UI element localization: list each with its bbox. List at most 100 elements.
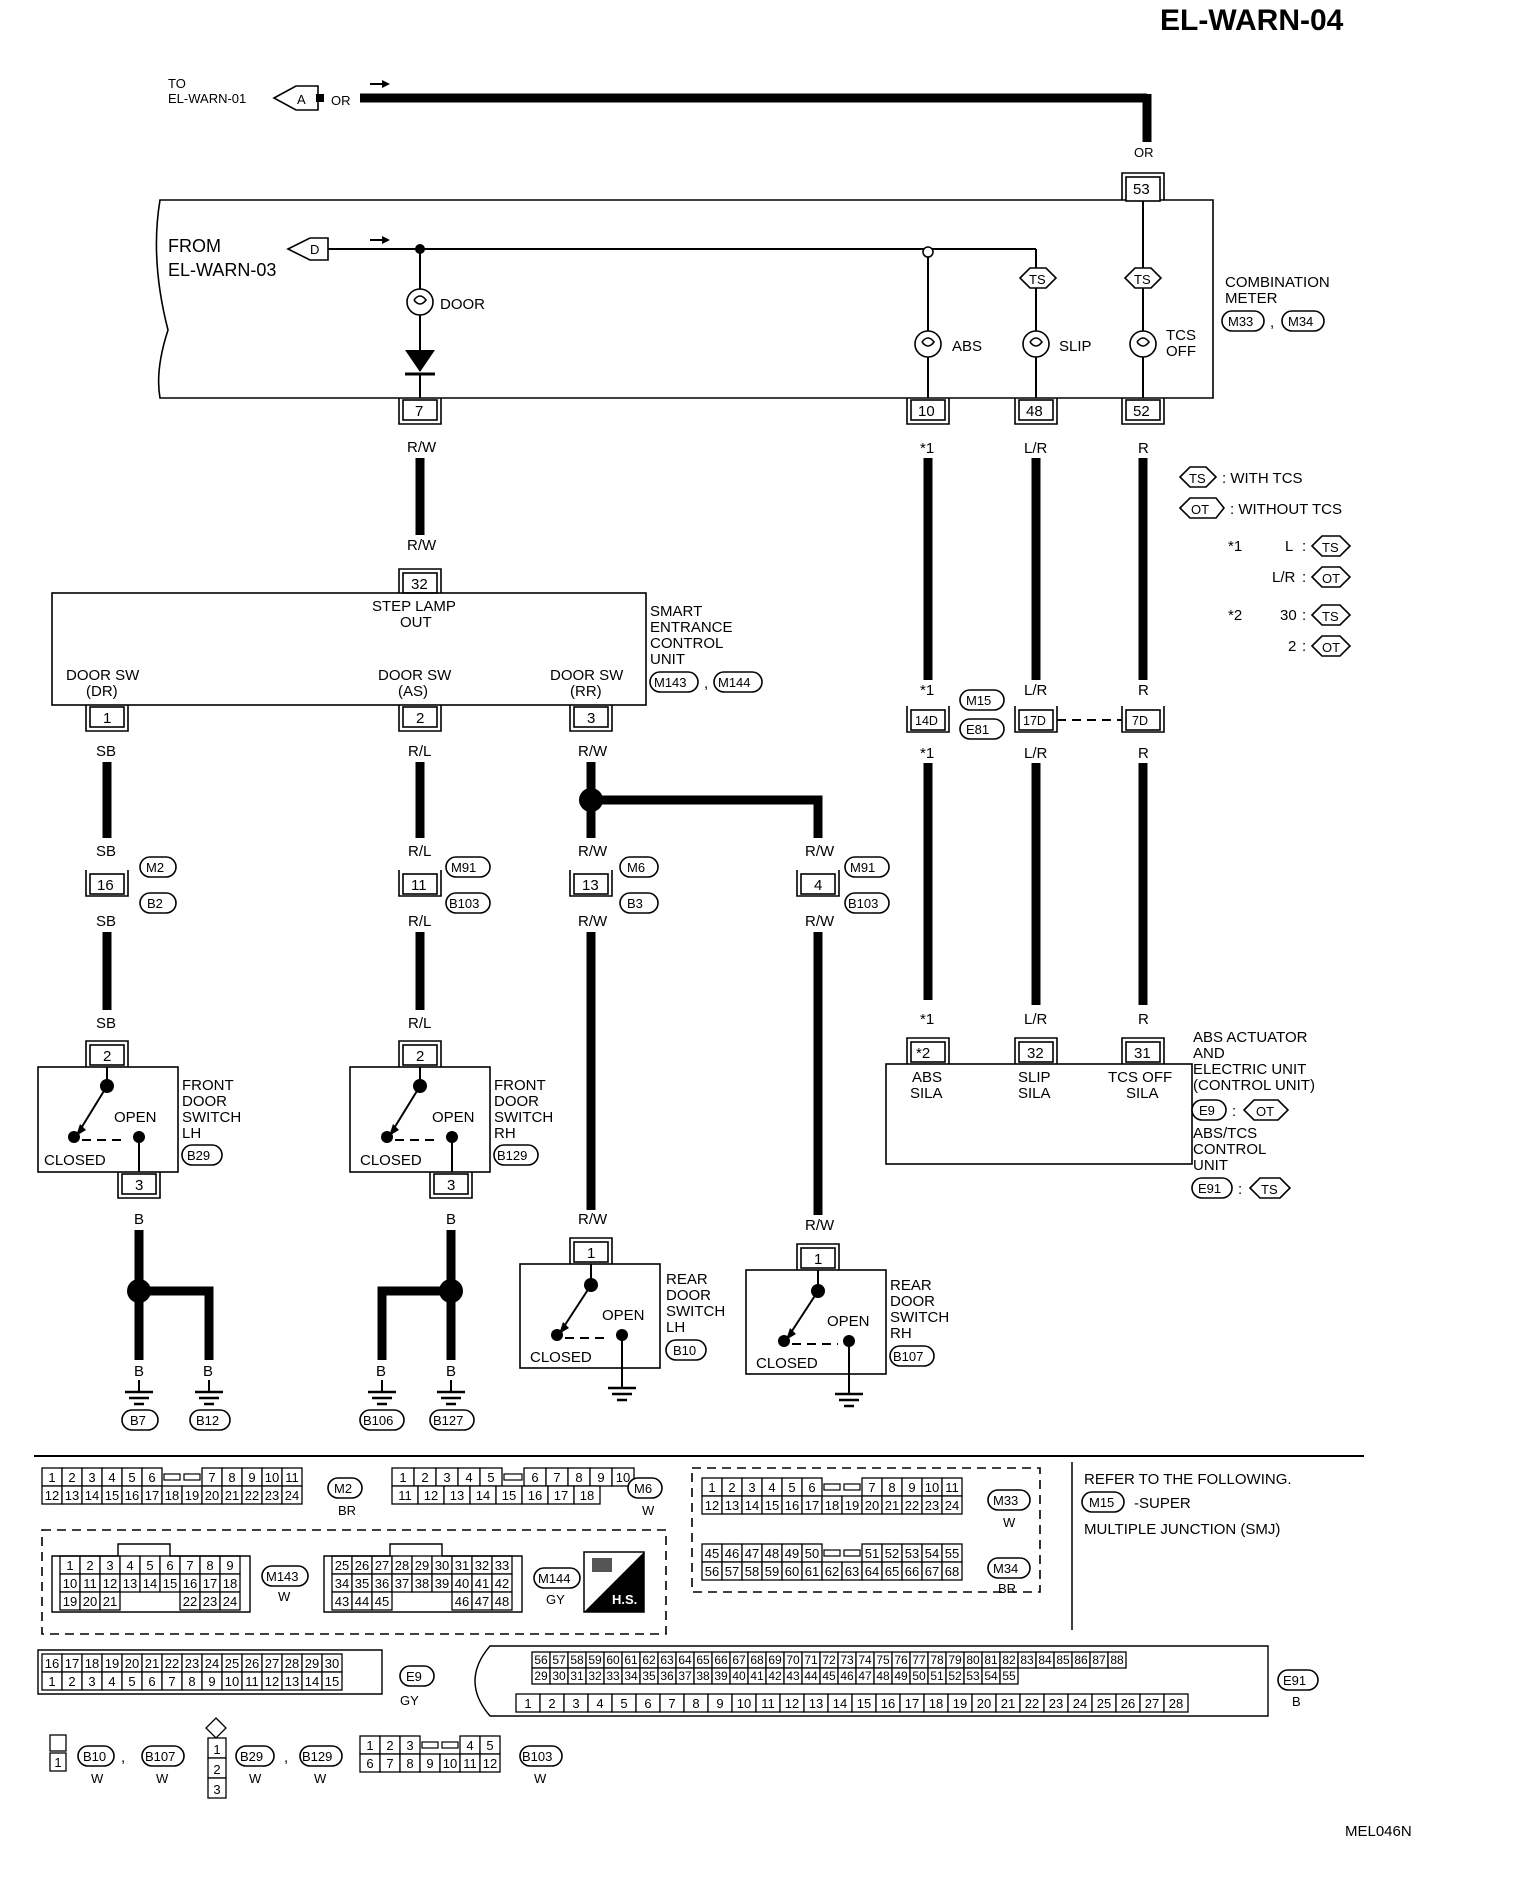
e91-pin-label: 7 <box>668 1696 675 1711</box>
m34-pin-label: 60 <box>785 1564 799 1579</box>
m143-pin-label: 14 <box>143 1576 157 1591</box>
wire-b-3: B <box>203 1363 213 1380</box>
e91-pin-label: 42 <box>768 1669 782 1683</box>
m2-pin-label: 10 <box>265 1470 279 1485</box>
e91-pin-label: 39 <box>714 1669 728 1683</box>
m144-pin-label: 40 <box>455 1576 469 1591</box>
m143-pin-label: 5 <box>146 1558 153 1573</box>
e9-pin-label: 10 <box>225 1674 239 1689</box>
figure-id: MEL046N <box>1345 1823 1412 1840</box>
b103-key <box>421 1741 439 1749</box>
e91-pin-label: 3 <box>572 1696 579 1711</box>
m143-pin-label: 11 <box>83 1576 97 1591</box>
abs-pin-32: 32 <box>1027 1045 1044 1062</box>
m33-pin-label: 10 <box>925 1480 939 1495</box>
top-link: TO EL-WARN-01 A OR OR <box>168 76 1154 160</box>
m144-pin-label: 31 <box>455 1558 469 1573</box>
e91-pin-label: 21 <box>1001 1696 1015 1711</box>
refer-line2: -SUPER <box>1134 1495 1191 1512</box>
joint-m91-a: M91 <box>451 860 476 875</box>
e91-shell <box>474 1645 1269 1717</box>
m143-pin-label: 2 <box>86 1558 93 1573</box>
seu-conn-m144: M144 <box>718 675 751 690</box>
flh-name-3: SWITCH <box>182 1109 241 1126</box>
m33-pin-label: 1 <box>708 1480 715 1495</box>
m34-pin-label: 55 <box>945 1546 959 1561</box>
e9-pin-label: 30 <box>325 1656 339 1671</box>
m34-pin-label: 50 <box>805 1546 819 1561</box>
joint-4: 4 <box>814 877 822 894</box>
m33-pin-label: 11 <box>945 1480 959 1495</box>
abs-name-4: (CONTROL UNIT) <box>1193 1077 1315 1094</box>
cv-b29-color: W <box>249 1771 262 1786</box>
cv-b10-color: W <box>91 1771 104 1786</box>
m143-pin-label: 1 <box>66 1558 73 1573</box>
m33-pin-label: 15 <box>765 1498 779 1513</box>
rlh-name-2: DOOR <box>666 1287 711 1304</box>
cv-m144-color: GY <box>546 1592 565 1607</box>
m143-pin-label: 19 <box>63 1594 77 1609</box>
e91-pin-label: 61 <box>624 1653 638 1667</box>
b103-pin-label: 3 <box>406 1738 413 1753</box>
pin-7: 7 <box>415 403 423 420</box>
cv-b129-color: W <box>314 1771 327 1786</box>
e9-pin-label: 7 <box>168 1674 175 1689</box>
seu-name-3: CONTROL <box>650 635 723 652</box>
m2-pin-label: 24 <box>285 1488 299 1503</box>
e91-pin-label: 23 <box>1049 1696 1063 1711</box>
wire-rw-2: R/W <box>407 537 437 554</box>
e91-pin-label: 58 <box>570 1653 584 1667</box>
connector-a-letter: A <box>297 92 306 107</box>
e91-pin-label: 68 <box>750 1653 764 1667</box>
abs-name2-1: ABS/TCS <box>1193 1125 1257 1142</box>
rlh-conn: B10 <box>673 1343 696 1358</box>
m33-pin-label: 18 <box>825 1498 839 1513</box>
e91-pin-label: 48 <box>876 1669 890 1683</box>
m34-pin <box>941 1561 963 1581</box>
wire-lr-2: L/R <box>1024 682 1048 699</box>
m2-pin <box>281 1485 303 1505</box>
e91-pin-label: 44 <box>804 1669 818 1683</box>
e91-pin-label: 86 <box>1074 1653 1088 1667</box>
e9-pin-label: 13 <box>285 1674 299 1689</box>
b103-pin-label: 7 <box>386 1756 393 1771</box>
e91-pin-label: 19 <box>953 1696 967 1711</box>
cv-m6-color: W <box>642 1503 655 1518</box>
rlh-open: OPEN <box>602 1307 645 1324</box>
e91-pin-label: 1 <box>524 1696 531 1711</box>
m2-pin-label: 22 <box>245 1488 259 1503</box>
meter-name-1: COMBINATION <box>1225 274 1330 291</box>
cv-b103-color: W <box>534 1771 547 1786</box>
m33-pin-label: 8 <box>888 1480 895 1495</box>
m144-shell <box>323 1543 523 1613</box>
svg-text:,: , <box>284 1749 288 1766</box>
harness-side-icon: H.S. <box>583 1551 645 1613</box>
m143-pin-label: 16 <box>183 1576 197 1591</box>
wire-b-6: B <box>446 1363 456 1380</box>
legend-star1-ot: OT <box>1322 571 1340 586</box>
m144-pin-label: 32 <box>475 1558 489 1573</box>
m144-pin-label: 30 <box>435 1558 449 1573</box>
combination-meter: 53 FROM EL-WARN-03 D DOOR ABS TS SLIP <box>155 172 1330 425</box>
frh-name-1: FRONT <box>494 1077 546 1094</box>
m143-pin-label: 10 <box>63 1576 77 1591</box>
legend-star1-a: L <box>1285 538 1293 555</box>
b103-pin-label: 11 <box>463 1756 477 1771</box>
step-lamp-2: OUT <box>400 614 432 631</box>
cv-m34-color: BR <box>998 1581 1016 1596</box>
b10-pin-1: 1 <box>54 1755 61 1770</box>
e91-pin-label: 41 <box>750 1669 764 1683</box>
refer-tag: M15 <box>1089 1495 1114 1510</box>
e91-pin-label: 5 <box>620 1696 627 1711</box>
e91-pin-label: 18 <box>929 1696 943 1711</box>
m144-pin-label: 36 <box>375 1576 389 1591</box>
legend-star2: *2 <box>1228 607 1242 624</box>
refer-line3: MULTIPLE JUNCTION (SMJ) <box>1084 1521 1280 1538</box>
m143-pin-label: 15 <box>163 1576 177 1591</box>
m143-pin <box>99 1591 121 1611</box>
rlh-pin-1: 1 <box>587 1245 595 1262</box>
abs-slip-tcs-wiring: *1 *1 L/R L/R R R 14D M15 E81 17D 7D *1 … <box>906 440 1165 1028</box>
e9-pin-label: 4 <box>108 1674 115 1689</box>
e91-pin-label: 62 <box>642 1653 656 1667</box>
b103-pin-label: 4 <box>466 1738 473 1753</box>
